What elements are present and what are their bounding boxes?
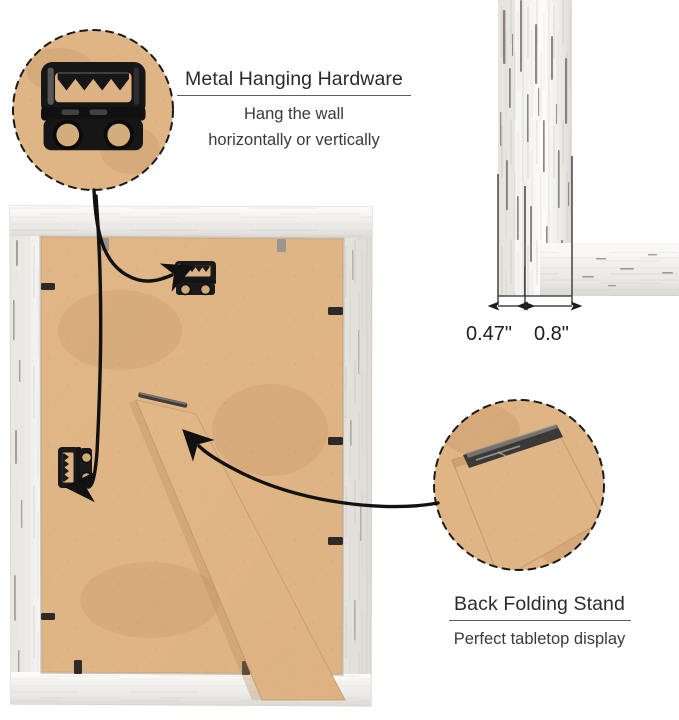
sawtooth-hanger-left <box>58 447 93 488</box>
feature-back-folding-stand: Back Folding Stand Perfect tabletop disp… <box>413 593 666 652</box>
callout-hanging-hardware <box>12 29 174 191</box>
sawtooth-hanger-top <box>175 261 216 296</box>
feature-subtitle-stand-line1: Perfect tabletop display <box>453 630 626 649</box>
title-underline-stand <box>448 620 631 622</box>
metal-hinge-strip <box>138 392 188 408</box>
feature-title-hanging: Metal Hanging Hardware <box>185 68 403 90</box>
retaining-tabs <box>41 238 343 675</box>
frame-profile-corner <box>487 0 679 311</box>
callout-folding-stand <box>433 399 605 571</box>
feature-subtitle-hanging-line2: horizontally or vertically <box>208 131 380 150</box>
frame-back-assembly <box>9 205 373 707</box>
leader-arrows <box>64 188 440 509</box>
dimension-label-width: 0.8" <box>534 323 569 345</box>
feature-metal-hanging-hardware: Metal Hanging Hardware Hang the wall hor… <box>174 68 414 153</box>
title-underline-hanging <box>177 95 411 97</box>
feature-subtitle-hanging-line1: Hang the wall <box>244 105 344 124</box>
folding-kickstand <box>129 392 346 701</box>
metal-hinge-strip-closeup <box>463 424 563 468</box>
feature-title-stand: Back Folding Stand <box>454 593 625 615</box>
dimension-label-depth: 0.47" <box>466 323 513 345</box>
